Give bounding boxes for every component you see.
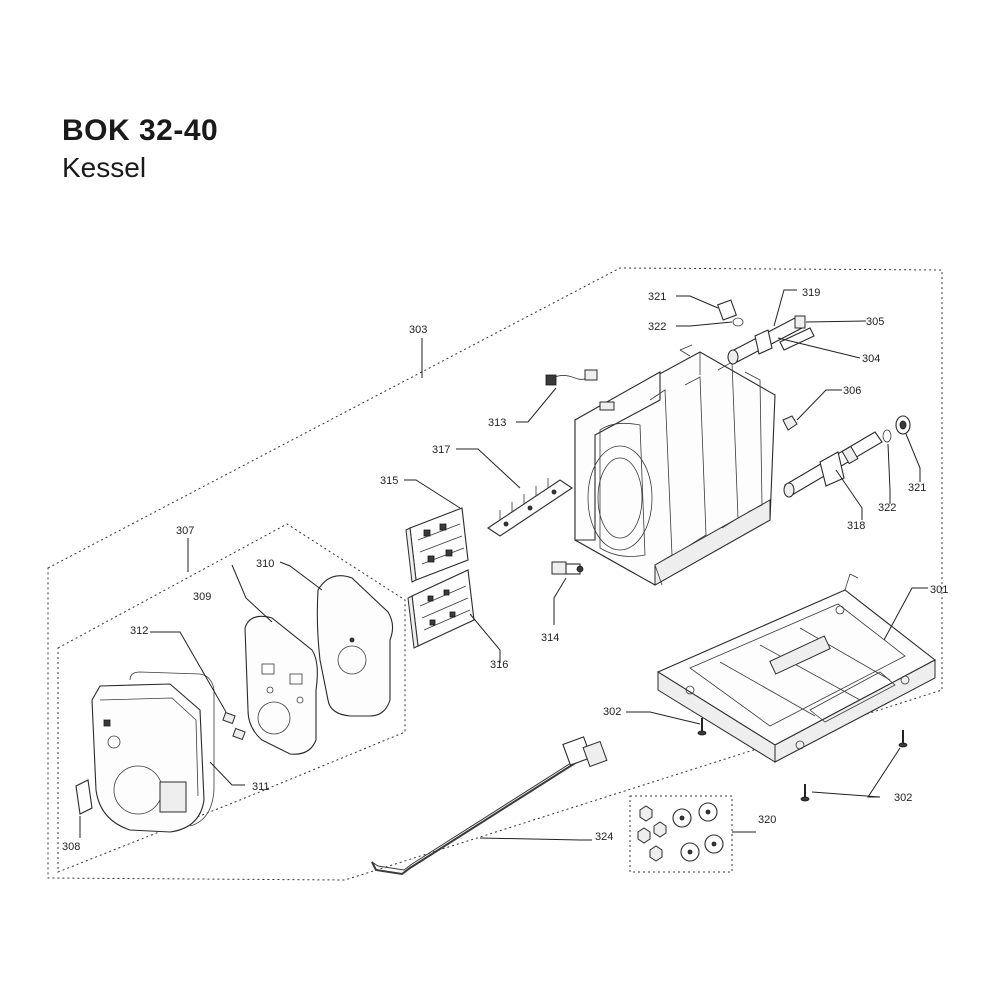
rail-317-part (487, 478, 573, 537)
callout-304: 304 (862, 353, 880, 365)
pipe-319-part (727, 315, 815, 365)
callout-303: 303 (409, 324, 427, 336)
callout-311: 311 (252, 781, 270, 793)
cable-324-part (371, 736, 608, 876)
callout-320: 320 (758, 814, 776, 826)
diagram-title: BOK 32-40 (62, 114, 219, 147)
callout-317: 317 (432, 444, 450, 456)
ring-322-lower-part (882, 429, 892, 443)
callout-306: 306 (843, 385, 861, 397)
nut-set-320-part (637, 802, 724, 862)
callout-319: 319 (802, 287, 820, 299)
screw-302-left-part (697, 718, 707, 736)
callout-312: 312 (130, 625, 148, 637)
callout-322-upper: 322 (648, 321, 666, 333)
callout-324: 324 (595, 831, 613, 843)
group-outline-303 (47, 267, 943, 881)
sensor-314-part (551, 561, 584, 575)
callout-305: 305 (866, 316, 884, 328)
group-outline-307 (57, 523, 406, 873)
callout-302-left: 302 (603, 706, 621, 718)
window-308-part (75, 779, 93, 815)
callout-301: 301 (930, 584, 948, 596)
ring-322-upper-part (732, 317, 744, 327)
clip-312-part (222, 711, 246, 741)
pipe-318-part (783, 431, 883, 498)
callout-310: 310 (256, 558, 274, 570)
burner-housing-part (91, 671, 215, 833)
leader-lines (79, 289, 928, 841)
callout-309: 309 (193, 591, 211, 603)
callout-322-lower: 322 (878, 502, 896, 514)
base-frame-part (656, 573, 937, 763)
callout-302-right: 302 (894, 792, 912, 804)
screw-302-bottom-part (800, 784, 810, 802)
heat-exchanger-part (574, 344, 776, 586)
callout-321-lower: 321 (908, 482, 926, 494)
callout-316: 316 (490, 659, 508, 671)
screw-306-part (782, 415, 798, 431)
callout-307: 307 (176, 525, 194, 537)
gasket-309-part (244, 615, 318, 755)
module-316-part (407, 569, 475, 649)
screw-302-right-part (898, 730, 908, 748)
callout-321-upper: 321 (648, 291, 666, 303)
callout-308: 308 (62, 841, 80, 853)
cap-321-upper-part (716, 299, 738, 321)
callout-314: 314 (541, 632, 559, 644)
callout-313: 313 (488, 417, 506, 429)
cap-321-lower-part (895, 415, 911, 435)
cover-310-part (316, 575, 394, 717)
callout-318: 318 (847, 520, 865, 532)
group-outline-320 (629, 795, 733, 873)
diagram-subtitle: Kessel (62, 152, 147, 183)
sensor-313-part (545, 369, 598, 386)
callout-315: 315 (380, 475, 398, 487)
module-315-part (405, 507, 469, 583)
